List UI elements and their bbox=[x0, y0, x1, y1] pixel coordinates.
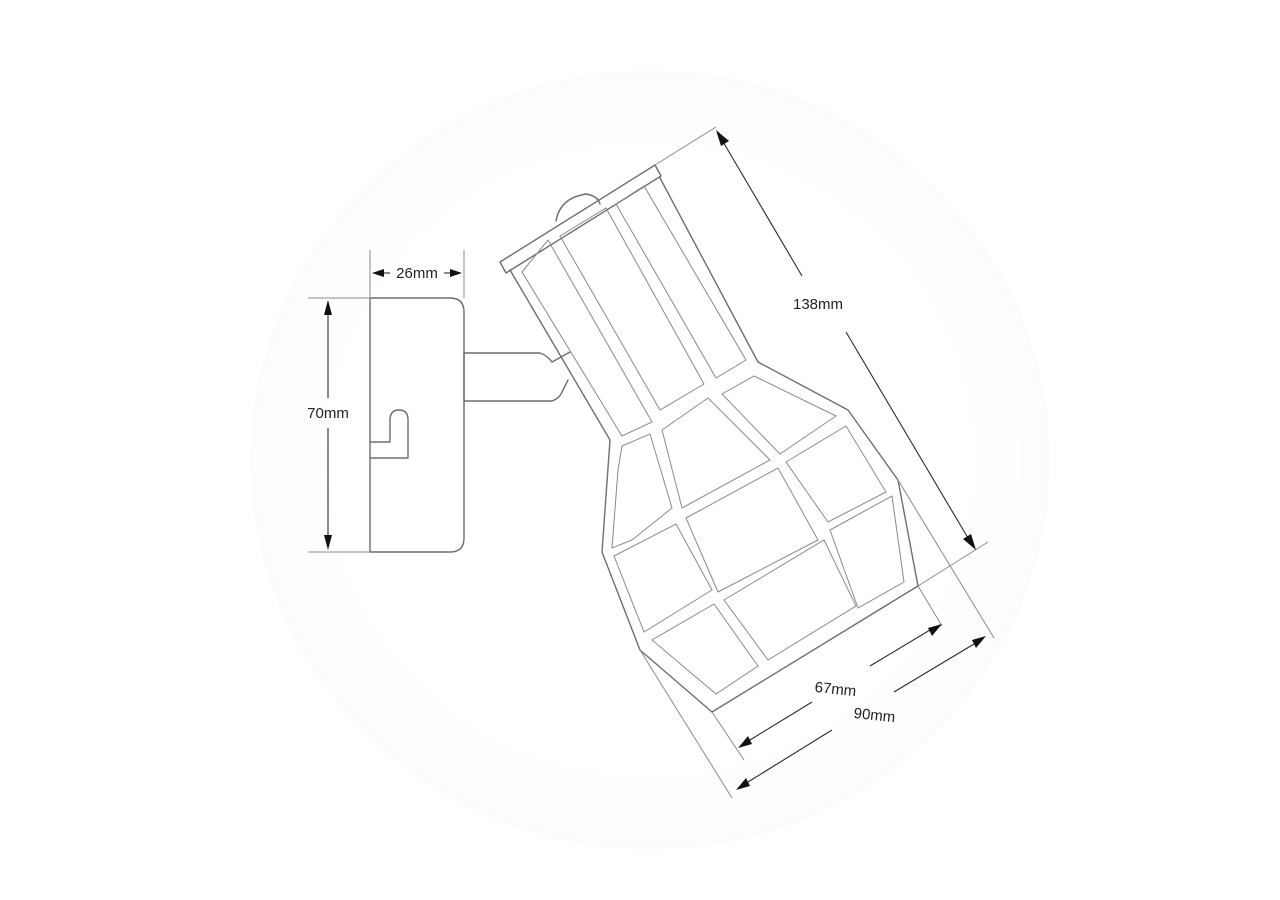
shade-panel-9 bbox=[829, 495, 905, 609]
shade-panel-4 bbox=[613, 523, 713, 633]
shade-panel-2 bbox=[661, 397, 771, 509]
shade-rim bbox=[499, 164, 662, 274]
shade-panel-6 bbox=[785, 425, 887, 523]
shade-slat-3 bbox=[615, 185, 747, 379]
wall-mount bbox=[369, 297, 465, 553]
shade-panel-3 bbox=[721, 375, 837, 455]
label-depth: 26mm bbox=[396, 265, 438, 282]
shade-panel-1 bbox=[611, 433, 673, 549]
label-outer-width: 90mm bbox=[853, 705, 896, 726]
arrow-bottom bbox=[963, 534, 976, 550]
arrow-right bbox=[450, 269, 462, 277]
shade-panel-7 bbox=[651, 603, 759, 695]
arrow-90-right bbox=[972, 636, 986, 648]
dimension-depth bbox=[369, 250, 465, 298]
arrow-67-left bbox=[738, 736, 752, 748]
arrow-90-left bbox=[736, 778, 750, 790]
shade-panel-5 bbox=[685, 467, 819, 593]
arrow-up bbox=[324, 300, 332, 315]
lamp-shade bbox=[499, 164, 919, 713]
background-glow bbox=[250, 70, 1050, 850]
shade-slat-1 bbox=[521, 239, 653, 437]
label-length: 138mm bbox=[793, 296, 843, 313]
arrow-top bbox=[716, 130, 729, 146]
shade-panel-8 bbox=[723, 539, 857, 661]
arrow-left bbox=[372, 269, 384, 277]
mount-hook bbox=[369, 409, 409, 459]
label-height: 70mm bbox=[307, 405, 349, 422]
dimension-widths bbox=[639, 479, 995, 799]
dimension-length bbox=[654, 126, 989, 587]
shade-slat-2 bbox=[559, 207, 705, 411]
arm-body bbox=[463, 351, 571, 363]
label-inner-width: 67mm bbox=[814, 679, 857, 700]
arrow-67-right bbox=[928, 624, 942, 636]
mount-plate bbox=[369, 297, 465, 553]
arrow-down bbox=[324, 535, 332, 550]
shade-knob bbox=[555, 193, 601, 222]
dimension-height bbox=[308, 297, 370, 553]
lamp-arm bbox=[463, 351, 571, 402]
arm-lower bbox=[463, 379, 569, 402]
shade-outline bbox=[509, 177, 919, 713]
